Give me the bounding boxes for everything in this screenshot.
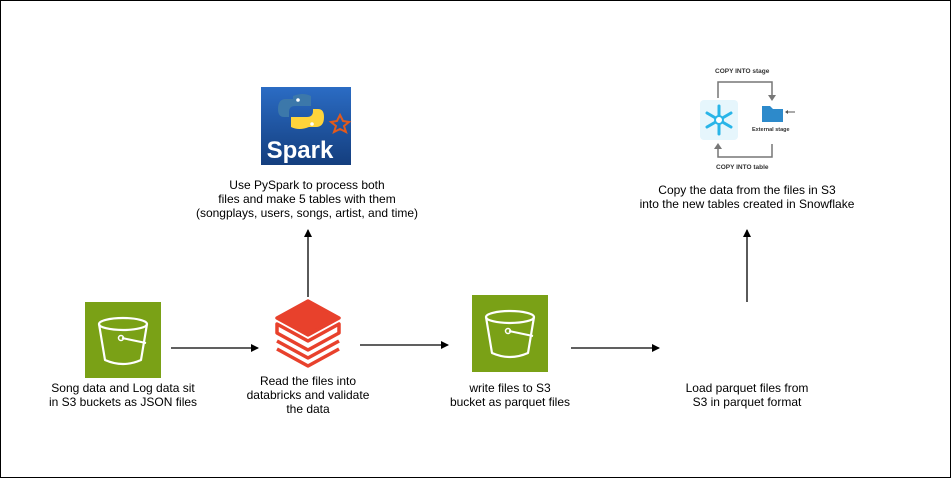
databricks-label: Read the files into databricks and valid… bbox=[228, 374, 388, 416]
databricks-icon bbox=[275, 299, 341, 368]
snowflake-diagram bbox=[694, 60, 796, 176]
spark-logo-text: Spark bbox=[267, 137, 334, 164]
snowflake-label: Copy the data from the files in S3 into … bbox=[625, 183, 869, 211]
external-stage-label: External stage bbox=[752, 127, 790, 133]
load-label: Load parquet files from S3 in parquet fo… bbox=[667, 381, 827, 409]
databricks-label-line: the data bbox=[286, 402, 330, 416]
s3-parquet-label: write files to S3 bucket as parquet file… bbox=[430, 381, 590, 409]
s3-source-label-line: Song data and Log data sit bbox=[51, 381, 195, 395]
spark-label-line: files and make 5 tables with them bbox=[218, 192, 396, 206]
s3-parquet-label-line: bucket as parquet files bbox=[449, 395, 571, 409]
spark-logo: Spark bbox=[261, 87, 352, 165]
databricks-label-line: Read the files into bbox=[259, 374, 357, 388]
s3-parquet-bucket-icon bbox=[472, 295, 548, 372]
s3-parquet-label-line: write files to S3 bbox=[469, 381, 551, 395]
folder-icon bbox=[762, 106, 783, 122]
copy-into-table-label: COPY INTO table bbox=[716, 164, 769, 171]
databricks-label-line: databricks and validate bbox=[246, 388, 370, 402]
s3-source-bucket-icon bbox=[85, 302, 161, 378]
load-label-line: Load parquet files from bbox=[685, 381, 809, 395]
snowflake-label-line: Copy the data from the files in S3 bbox=[658, 183, 836, 197]
s3-source-label: Song data and Log data sit in S3 buckets… bbox=[42, 381, 204, 409]
s3-source-label-line: in S3 buckets as JSON files bbox=[48, 395, 198, 409]
load-label-line: S3 in parquet format bbox=[692, 395, 802, 409]
spark-label-line: (songplays, users, songs, artist, and ti… bbox=[195, 206, 419, 220]
snowflake-label-line: into the new tables created in Snowflake bbox=[639, 197, 855, 211]
spark-label: Use PySpark to process both files and ma… bbox=[176, 178, 438, 220]
spark-label-line: Use PySpark to process both bbox=[229, 178, 385, 192]
copy-into-stage-label: COPY INTO stage bbox=[715, 68, 770, 75]
